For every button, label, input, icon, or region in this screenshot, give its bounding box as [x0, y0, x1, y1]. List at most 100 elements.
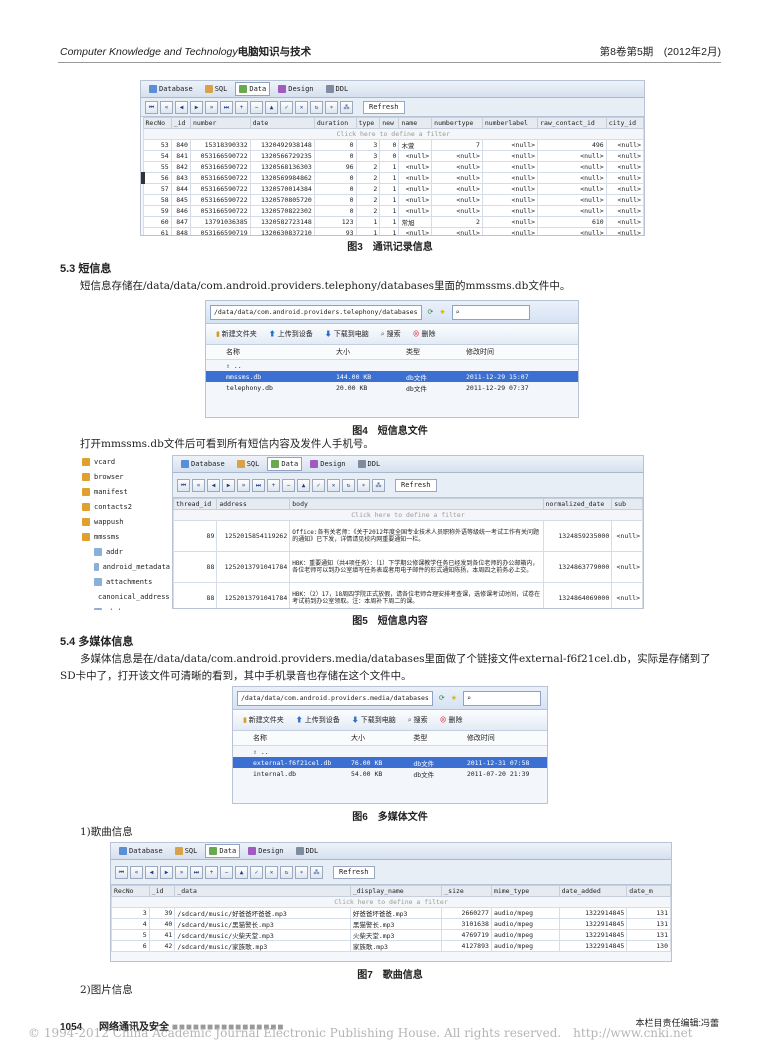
prev-record-icon[interactable]: ◀: [175, 100, 188, 114]
table-cell[interactable]: /sdcard/music/好爸爸坏爸爸.mp3: [174, 907, 351, 919]
refresh-button[interactable]: Refresh: [395, 478, 437, 492]
up-icon[interactable]: ▲: [235, 865, 248, 879]
table-cell[interactable]: 1: [379, 183, 400, 195]
table-cell[interactable]: <null>: [431, 205, 483, 217]
table-cell[interactable]: <null>: [611, 582, 643, 608]
table-cell[interactable]: 1: [355, 216, 381, 228]
table-cell[interactable]: <null>: [537, 183, 607, 195]
refresh-button[interactable]: Refresh: [333, 865, 375, 879]
toolbar-button[interactable]: ▮ 新建文件夹: [216, 329, 257, 339]
next-page-icon[interactable]: »: [175, 865, 188, 879]
refresh-data-icon[interactable]: ↻: [342, 478, 355, 492]
table-cell[interactable]: 57: [142, 183, 172, 195]
next-record-icon[interactable]: ▶: [190, 100, 203, 114]
table-cell[interactable]: 58: [142, 194, 172, 206]
table-cell[interactable]: 1322914845: [558, 929, 628, 941]
table-cell[interactable]: 131: [626, 929, 671, 941]
table-cell[interactable]: /sdcard/music/火柴天堂.mp3: [174, 929, 351, 941]
next-page-icon[interactable]: »: [237, 478, 250, 492]
column-header[interactable]: normalized_date: [542, 498, 613, 510]
tab-database[interactable]: Database: [115, 844, 167, 858]
table-cell[interactable]: <null>: [605, 172, 644, 184]
table-cell[interactable]: <null>: [398, 150, 433, 162]
tree-item[interactable]: contacts2: [82, 499, 170, 514]
table-cell[interactable]: 1320569984862: [249, 172, 315, 184]
favorite-star-icon[interactable]: ★: [450, 695, 457, 702]
cancel-icon[interactable]: ✕: [265, 865, 278, 879]
bookmark-icon[interactable]: ⁂: [372, 478, 385, 492]
column-header[interactable]: duration: [313, 117, 357, 129]
column-header[interactable]: type: [355, 117, 381, 129]
post-icon[interactable]: ✓: [280, 100, 293, 114]
tab-database[interactable]: Database: [177, 457, 229, 471]
column-header[interactable]: 名称: [253, 735, 267, 742]
refresh-button[interactable]: Refresh: [363, 100, 405, 114]
table-cell[interactable]: 840: [170, 139, 191, 151]
table-cell[interactable]: 845: [170, 194, 191, 206]
filter-row[interactable]: Click here to define a filter: [173, 509, 643, 521]
table-cell[interactable]: 53: [142, 139, 172, 151]
column-header[interactable]: date: [249, 117, 315, 129]
tab-data[interactable]: Data: [267, 457, 303, 471]
table-cell[interactable]: 0: [379, 150, 400, 162]
add-icon[interactable]: +: [205, 865, 218, 879]
table-cell[interactable]: <null>: [605, 216, 644, 228]
table-cell[interactable]: <null>: [481, 205, 539, 217]
table-cell[interactable]: 131: [626, 918, 671, 930]
toolbar-button[interactable]: ⊗ 删除: [413, 329, 436, 339]
search-input[interactable]: ⌕: [451, 304, 530, 320]
column-header[interactable]: 类型: [413, 735, 428, 742]
last-record-icon[interactable]: ⏭: [190, 865, 203, 879]
tree-item[interactable]: canonical_addresses: [82, 589, 170, 604]
table-cell[interactable]: <null>: [605, 139, 644, 151]
toolbar-button[interactable]: ⬇ 下载到电脑: [325, 329, 369, 339]
column-header[interactable]: number: [189, 117, 251, 129]
toolbar-button[interactable]: ⬇ 下载到电脑: [352, 715, 396, 725]
column-header[interactable]: numberlabel: [481, 117, 539, 129]
table-cell[interactable]: 41: [148, 929, 176, 941]
table-cell[interactable]: 1322914845: [558, 907, 628, 919]
table-cell[interactable]: 火柴天堂.mp3: [349, 929, 443, 941]
table-cell[interactable]: <null>: [611, 551, 643, 583]
table-cell[interactable]: /sdcard/music/家族歌.mp3: [174, 940, 351, 952]
refresh-icon[interactable]: ⟳: [438, 695, 445, 702]
column-header[interactable]: 大小: [336, 349, 350, 356]
table-cell[interactable]: 1320570822302: [249, 205, 315, 217]
post-icon[interactable]: ✓: [250, 865, 263, 879]
table-cell[interactable]: <null>: [431, 183, 483, 195]
table-cell[interactable]: 1: [355, 227, 381, 235]
table-cell[interactable]: 1252013791041784: [216, 551, 291, 583]
table-cell[interactable]: 1320570805720: [249, 194, 315, 206]
table-cell[interactable]: 843: [170, 172, 191, 184]
filter-icon[interactable]: ∗: [357, 478, 370, 492]
toolbar-button[interactable]: ▮ 新建文件夹: [243, 715, 284, 725]
tab-ddl[interactable]: DDL: [354, 457, 385, 471]
column-header[interactable]: 修改时间: [466, 349, 494, 356]
table-cell[interactable]: 0: [313, 172, 357, 184]
table-cell[interactable]: 1320492938148: [249, 139, 315, 151]
prev-record-icon[interactable]: ◀: [145, 865, 158, 879]
table-cell[interactable]: 130: [626, 940, 671, 952]
table-cell[interactable]: 846: [170, 205, 191, 217]
toolbar-button[interactable]: ⌕ 搜索: [408, 715, 428, 725]
column-header[interactable]: _id: [170, 117, 191, 129]
table-cell[interactable]: 053166590722: [189, 194, 251, 206]
tab-ddl[interactable]: DDL: [292, 844, 323, 858]
table-cell[interactable]: 2: [355, 172, 381, 184]
table-cell[interactable]: 2: [355, 194, 381, 206]
next-page-icon[interactable]: »: [205, 100, 218, 114]
table-cell[interactable]: <null>: [398, 205, 433, 217]
table-cell[interactable]: <null>: [431, 172, 483, 184]
prev-record-icon[interactable]: ◀: [207, 478, 220, 492]
refresh-icon[interactable]: ⟳: [427, 309, 434, 316]
table-cell[interactable]: <null>: [537, 227, 607, 235]
tree-item[interactable]: wappush: [82, 514, 170, 529]
